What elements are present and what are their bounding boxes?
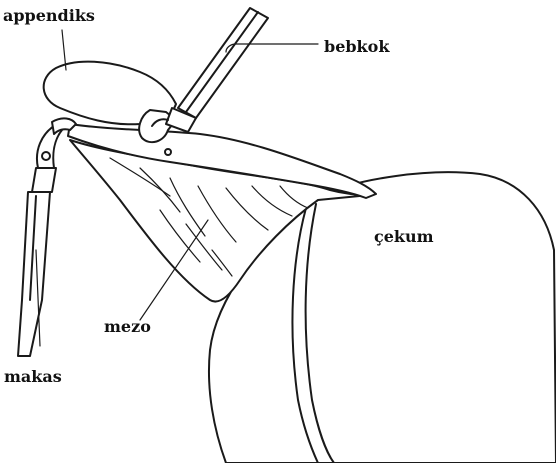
scissors-instrument bbox=[18, 118, 76, 356]
label-cecum: çekum bbox=[374, 227, 434, 246]
label-appendix: appendiks bbox=[3, 6, 95, 25]
label-forceps: bebkok bbox=[324, 37, 390, 56]
label-scissors: makas bbox=[4, 367, 62, 386]
label-mesentery: mezo bbox=[104, 317, 151, 336]
